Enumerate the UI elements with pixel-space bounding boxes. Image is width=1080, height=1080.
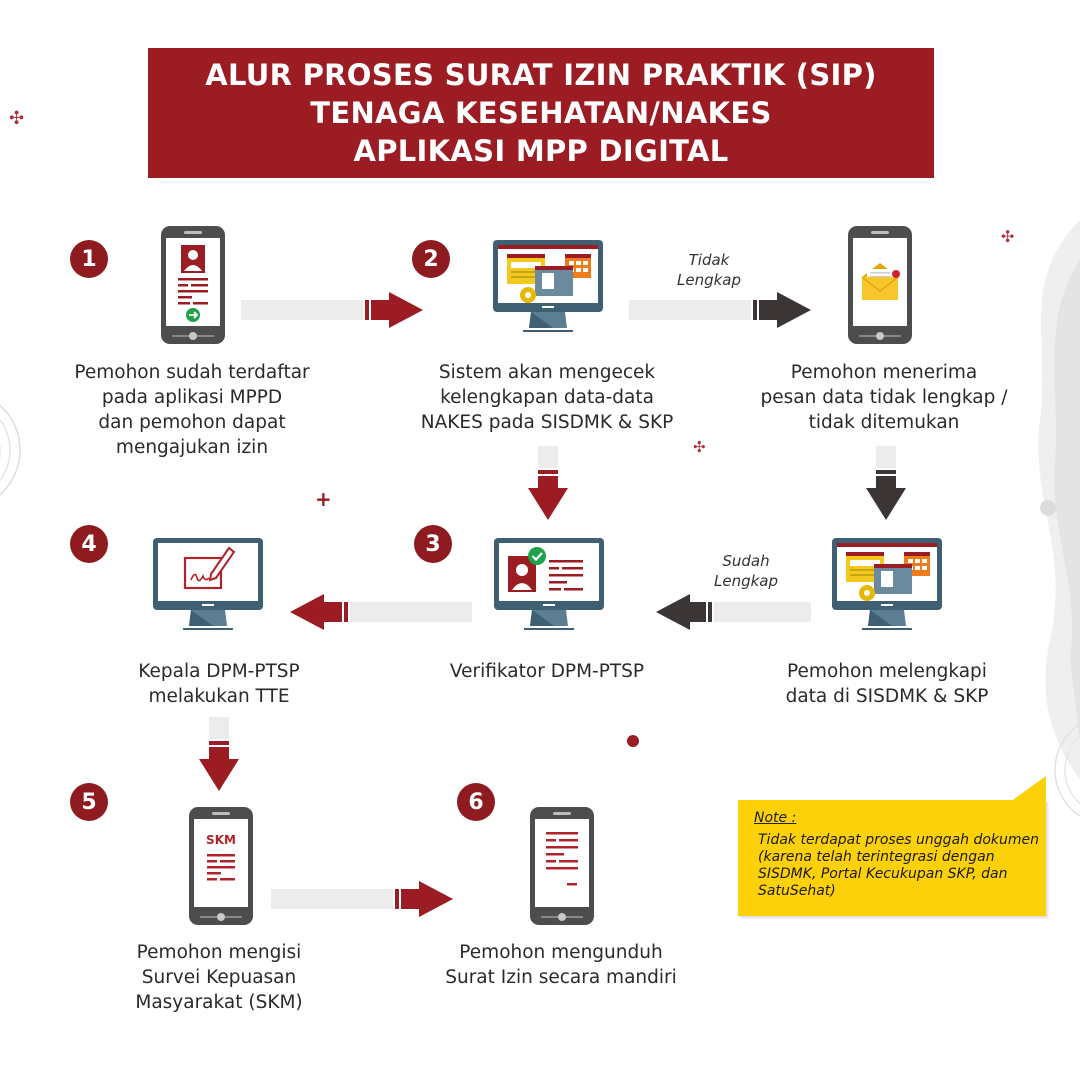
flow-arrow-right-5-to-6: [271, 881, 453, 917]
dot-decoration: [627, 735, 639, 747]
page-title-line: APLIKASI MPP DIGITAL: [353, 134, 729, 168]
flow-arrow-down-2-to-3: [528, 446, 568, 520]
step-number-badge-2: 2: [412, 240, 450, 278]
caption-line: Pemohon mengisi: [136, 942, 302, 963]
skm-screen-label: SKM: [206, 833, 236, 847]
caption-line: Pemohon menerima: [790, 362, 978, 383]
step-5-caption: Pemohon mengisi Survei Kepuasan Masyarak…: [135, 940, 302, 1015]
step-number-badge-5: 5: [70, 783, 108, 821]
caption-line: tidak ditemukan: [808, 412, 960, 433]
caption-line: Surat Izin secara mandiri: [445, 967, 677, 988]
incomplete-message-caption: Pemohon menerima pesan data tidak lengka…: [761, 360, 1008, 435]
condition-text: Lengkap: [676, 271, 742, 289]
note-box: Note : Tidak terdapat proses unggah doku…: [738, 800, 1046, 916]
smartphone-skm-icon: SKM: [189, 807, 253, 925]
caption-line: Verifikator DPM-PTSP: [449, 661, 645, 682]
flow-arrow-right-1-to-2: [241, 292, 423, 328]
background-wave-decoration: [1038, 220, 1080, 780]
step-6-caption: Pemohon mengunduh Surat Izin secara mand…: [445, 940, 677, 990]
step-4-caption: Kepala DPM-PTSP melakukan TTE: [138, 659, 299, 709]
monitor-signature-icon: [153, 538, 263, 630]
caption-line: Masyarakat (SKM): [135, 992, 303, 1013]
monitor-verified-profile-icon: [494, 538, 604, 630]
smartphone-document-icon: [530, 807, 594, 925]
caption-line: dan pemohon dapat: [98, 412, 286, 433]
page-title-banner: ALUR PROSES SURAT IZIN PRAKTIK (SIP) TEN…: [148, 48, 934, 178]
caption-line: Pemohon melengkapi: [787, 661, 987, 682]
step-1-caption: Pemohon sudah terdaftar pada aplikasi MP…: [74, 360, 309, 460]
note-text: Tidak terdapat proses unggah dokumen (ka…: [758, 832, 1040, 899]
flow-arrow-down-to-complete-data: [866, 446, 906, 520]
caption-line: Survei Kepuasan: [141, 967, 297, 988]
step-number-badge-1: 1: [70, 240, 108, 278]
note-title: Note :: [754, 810, 797, 826]
page-title-line: ALUR PROSES SURAT IZIN PRAKTIK (SIP): [205, 58, 877, 92]
background-rings-left-decoration: [0, 404, 21, 496]
flow-arrow-down-4-to-5: [199, 717, 239, 791]
plus-sparkle-icon: ✣: [1001, 227, 1015, 246]
flow-arrow-right-incomplete: [629, 292, 811, 328]
caption-line: Pemohon sudah terdaftar: [74, 362, 310, 383]
plus-decoration-icon: +: [315, 487, 332, 511]
caption-line: mengajukan izin: [115, 437, 269, 458]
flow-arrow-left-complete: [656, 594, 811, 630]
background-rings-right-decoration: [1054, 723, 1080, 817]
condition-text: Tidak: [688, 251, 730, 269]
condition-text: Sudah: [722, 552, 770, 570]
caption-line: pada aplikasi MPPD: [101, 387, 283, 408]
caption-line: Kepala DPM-PTSP: [138, 661, 300, 682]
step-number-badge-3: 3: [414, 525, 452, 563]
step-number-badge-6: 6: [457, 783, 495, 821]
caption-line: melakukan TTE: [148, 686, 290, 707]
condition-label-complete: Sudah Lengkap: [714, 551, 778, 591]
caption-line: kelengkapan data-data: [440, 387, 654, 408]
smartphone-envelope-icon: [848, 226, 912, 344]
page-title-line: TENAGA KESEHATAN/NAKES: [310, 96, 772, 130]
flow-arrow-left-3-to-4: [290, 594, 472, 630]
caption-line: Sistem akan mengecek: [438, 362, 656, 383]
condition-label-incomplete: Tidak Lengkap: [677, 250, 741, 290]
caption-line: data di SISDMK & SKP: [785, 686, 989, 707]
caption-line: Pemohon mengunduh: [459, 942, 663, 963]
monitor-windows-gear-icon: [493, 240, 603, 332]
step-3-caption: Verifikator DPM-PTSP: [450, 659, 644, 684]
smartphone-profile-icon: [161, 226, 225, 344]
caption-line: pesan data tidak lengkap /: [760, 387, 1008, 408]
caption-line: NAKES pada SISDMK & SKP: [420, 412, 674, 433]
note-corner-fold: [1010, 776, 1046, 802]
monitor-windows-gear-icon: [832, 538, 942, 630]
condition-text: Lengkap: [713, 572, 779, 590]
step-number-badge-4: 4: [70, 525, 108, 563]
plus-sparkle-icon: ✣: [693, 438, 706, 456]
complete-data-caption: Pemohon melengkapi data di SISDMK & SKP: [786, 659, 989, 709]
plus-sparkle-icon: ✣: [9, 108, 25, 129]
step-2-caption: Sistem akan mengecek kelengkapan data-da…: [421, 360, 673, 435]
